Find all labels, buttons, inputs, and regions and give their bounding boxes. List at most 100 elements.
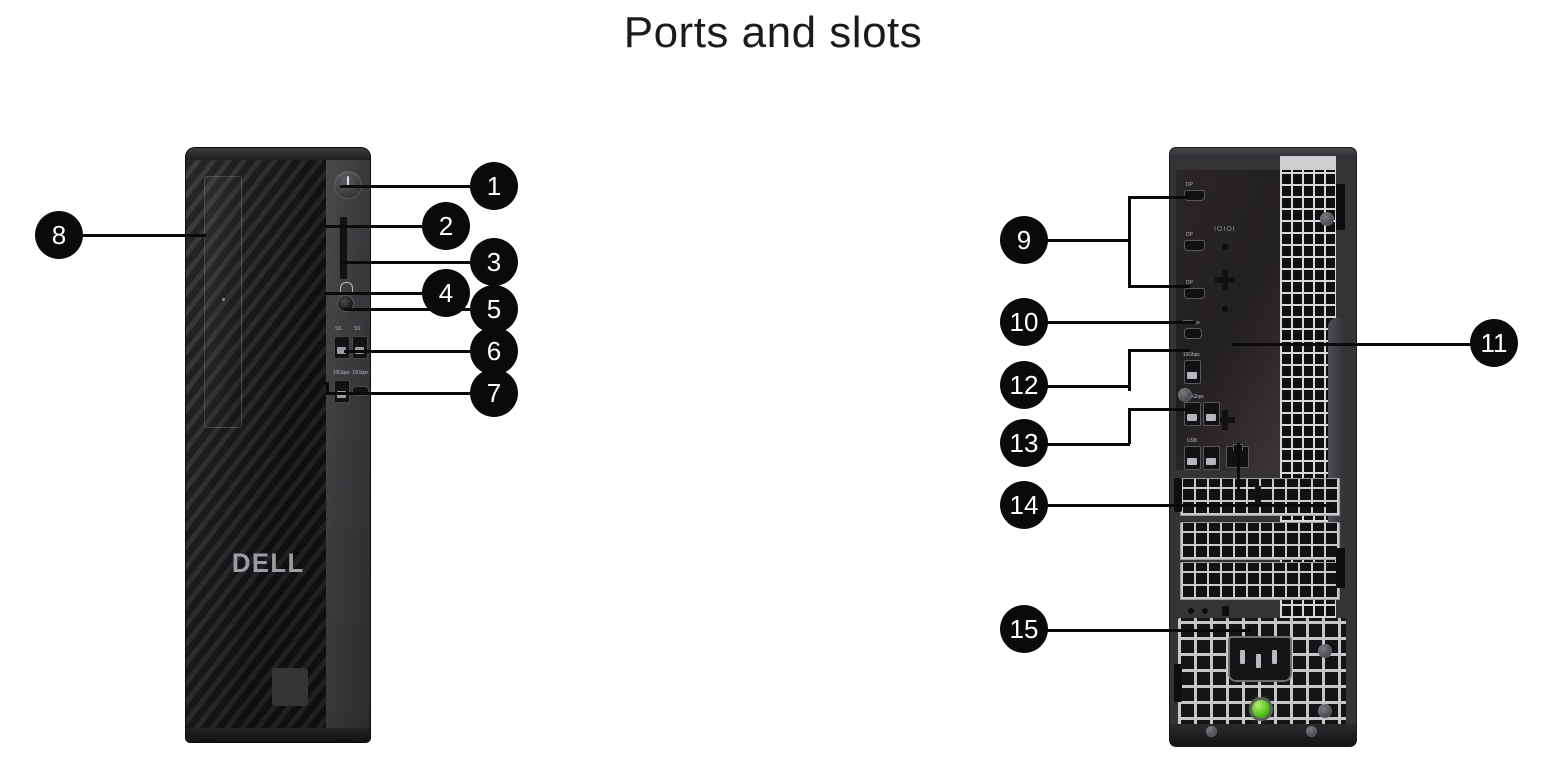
callout-7[interactable]: 7 (470, 369, 518, 417)
leader-line-3 (340, 261, 482, 264)
callout-14[interactable]: 14 (1000, 481, 1048, 529)
callout-4[interactable]: 4 (422, 269, 470, 317)
front-chassis: SS SS 10Gbps 10Gbps DELL (186, 148, 370, 742)
leader-line-9-bottom (1128, 285, 1190, 288)
headset-jack[interactable] (338, 296, 353, 311)
front-panel-door-seam (204, 176, 242, 428)
dp-label-2: DP (1186, 232, 1193, 238)
callout-3[interactable]: 3 (470, 238, 518, 286)
leader-line-5 (344, 308, 482, 311)
kensington-lock-slot (1222, 606, 1229, 616)
psu-diagnostic-led (1252, 700, 1270, 718)
usb-label-top-right: SS (354, 326, 361, 332)
front-bottom-cap (186, 728, 370, 742)
leader-line-12-bracket (1128, 349, 1131, 391)
leader-line-14 (1046, 504, 1330, 507)
front-io-group: SS SS 10Gbps 10Gbps (326, 148, 370, 742)
rear-displayport-3[interactable] (1184, 288, 1205, 299)
front-usb-a-port-2[interactable] (352, 336, 368, 359)
leader-line-10 (1046, 321, 1196, 324)
expansion-slot-2 (1180, 522, 1340, 560)
callout-15[interactable]: 15 (1000, 605, 1048, 653)
callout-6[interactable]: 6 (470, 327, 518, 375)
callout-13[interactable]: 13 (1000, 419, 1048, 467)
rear-screw[interactable] (1318, 644, 1332, 658)
rear-screw[interactable] (1320, 212, 1334, 226)
power-icon (347, 176, 349, 187)
callout-1[interactable]: 1 (470, 162, 518, 210)
io-shield-dot (1222, 306, 1228, 312)
dp-label-1: DP (1186, 182, 1193, 188)
page-title: Ports and slots (623, 8, 923, 57)
rear-top-bar (1170, 148, 1356, 158)
front-badge-plate (272, 668, 308, 706)
rear-screw[interactable] (1206, 726, 1217, 737)
usb-label-top-left: SS (335, 326, 342, 332)
front-panel-door-dot (222, 298, 225, 301)
rear-usb-a-port-3[interactable] (1203, 402, 1220, 426)
leader-line-8 (80, 234, 206, 237)
leader-line-ethernet-drop (1237, 443, 1240, 491)
rear-chassis: IOIOI DP DP DP 20Gbps 10Gbps 10Gbps USB (1170, 148, 1356, 746)
leader-line-2 (326, 225, 436, 228)
usb-label-bottom-left: 10Gbps (333, 370, 350, 376)
rear-usb-a-port-1[interactable] (1184, 360, 1201, 384)
rear-usb-a-port-5[interactable] (1203, 446, 1220, 470)
callout-12[interactable]: 12 (1000, 361, 1048, 409)
callout-9[interactable]: 9 (1000, 216, 1048, 264)
rear-usb-c-port[interactable] (1184, 328, 1202, 339)
rear-bottom-bar (1170, 724, 1356, 746)
headset-icon (340, 282, 353, 292)
power-supply-area (1178, 618, 1346, 736)
kensington-lock-slot (1336, 184, 1345, 230)
power-connector[interactable] (1228, 636, 1292, 682)
leader-line-12-top (1128, 349, 1190, 352)
psu-pin (1240, 650, 1245, 664)
leader-line-9 (1046, 239, 1130, 242)
leader-line-13 (1046, 443, 1130, 446)
io-shield-dot (1222, 244, 1228, 250)
chassis-foot (336, 739, 352, 742)
expansion-slot-3 (1180, 562, 1340, 600)
io-shield-mark: IOIOI (1214, 226, 1236, 233)
kensington-lock-slot (1336, 548, 1345, 588)
expansion-slot-cross (1248, 486, 1268, 506)
usba-single-label: 10Gbps (1183, 352, 1200, 358)
front-usb-a-port-1[interactable] (334, 336, 350, 359)
front-usb-c-port[interactable] (352, 386, 369, 396)
rear-screw[interactable] (1178, 388, 1192, 402)
io-shield-cross (1215, 410, 1235, 430)
rear-vent-top (1280, 156, 1336, 172)
rear-indicator-dot (1202, 608, 1208, 614)
usb-label-bottom-right: 10Gbps (352, 370, 369, 376)
usba-pair-label: 10Gbps (1187, 394, 1204, 400)
rear-screw[interactable] (1306, 726, 1317, 737)
rear-indicator-dot (1188, 608, 1194, 614)
dell-logo: DELL (231, 548, 305, 578)
dp-label-3: DP (1186, 280, 1193, 286)
rear-usb-a-port-4[interactable] (1184, 446, 1201, 470)
io-shield-cross (1215, 270, 1235, 290)
callout-5[interactable]: 5 (470, 285, 518, 333)
sd-card-slot[interactable] (339, 216, 348, 280)
callout-2[interactable]: 2 (422, 202, 470, 250)
callout-11[interactable]: 11 (1470, 319, 1518, 367)
leader-line-4 (324, 292, 436, 295)
rear-screw[interactable] (1318, 704, 1332, 718)
expansion-slot-1 (1180, 478, 1340, 516)
leader-line-11 (1232, 343, 1472, 346)
leader-line-15 (1046, 629, 1250, 632)
kensington-lock-slot (1174, 664, 1182, 702)
chassis-foot (200, 739, 216, 742)
rear-displayport-2[interactable] (1184, 240, 1205, 251)
leader-line-9-bracket (1128, 196, 1131, 288)
callout-10[interactable]: 10 (1000, 298, 1048, 346)
kensington-lock-slot (1174, 478, 1182, 512)
usba-bottom-label: USB (1187, 438, 1197, 444)
rear-displayport-1[interactable] (1184, 190, 1205, 201)
psu-pin (1272, 650, 1277, 664)
leader-line-13-top (1128, 408, 1190, 411)
rear-usb-a-port-2[interactable] (1184, 402, 1201, 426)
psu-pin (1256, 654, 1261, 668)
callout-8[interactable]: 8 (35, 211, 83, 259)
